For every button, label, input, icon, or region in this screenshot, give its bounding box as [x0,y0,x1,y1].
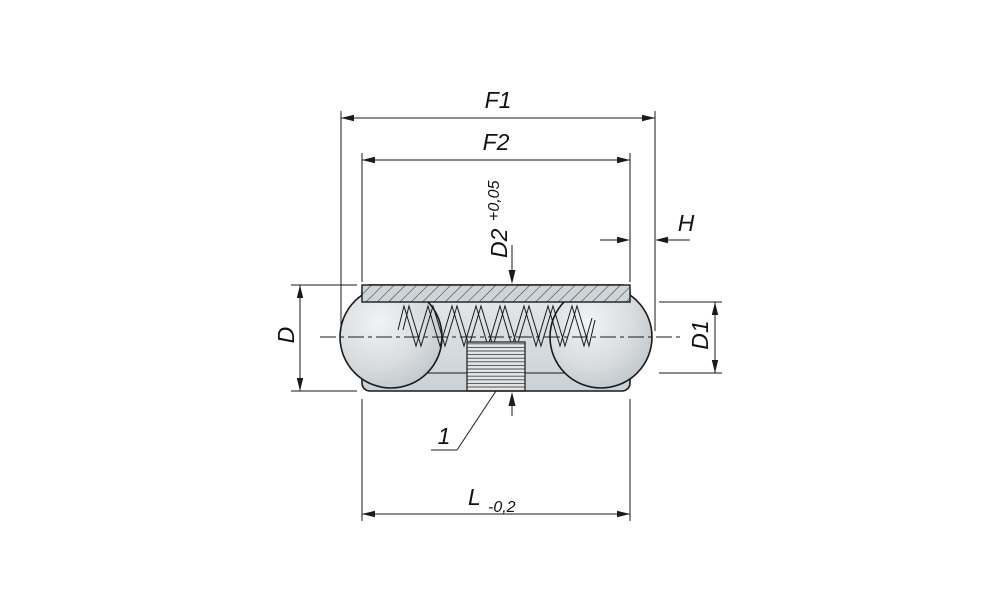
threaded-insert-threads [467,342,525,391]
dim-d-arrow-bottom [296,378,304,391]
hatch-band-lines [362,285,630,302]
dim-label-d: D [273,327,299,344]
item-ref-label: 1 [438,423,451,449]
dim-h: H [600,210,695,244]
dim-f1-arrow-left [341,114,354,122]
dim-l-arrow-left [362,510,375,518]
dim-d2-arrow-top [508,270,516,284]
dim-d1-arrow-top [711,302,719,315]
dim-label-l-tolerance: -0,2 [488,499,516,516]
hatch-band-outline [361,284,631,303]
dim-l-arrow-right [617,510,630,518]
threaded-insert [466,341,526,392]
dim-f1-arrow-right [642,114,655,122]
dim-f2-arrow-left [362,156,375,164]
dim-h-arrow-right [655,236,668,244]
dim-label-d2-tolerance: +0,05 [486,180,503,221]
dim-f2-arrow-right [617,156,630,164]
item-ref-leader-line [456,390,497,451]
spring-coil-back [402,304,596,348]
dim-h-arrow-left [617,236,630,244]
spring-coil-front [397,304,593,348]
dim-f2: F2 [361,129,631,282]
dim-l: L -0,2 [361,399,631,521]
dim-d: D [273,284,357,392]
sleeve-hatch-band [361,284,631,303]
dim-label-f2: F2 [483,129,510,155]
dim-d-arrow-top [296,285,304,298]
dim-f1: F1 [340,87,656,331]
dim-label-h: H [678,210,695,236]
dim-label-d1: D1 [687,320,713,349]
dim-label-l: L [468,484,481,510]
dim-label-f1: F1 [485,87,512,113]
dim-d1-arrow-bottom [711,360,719,373]
dim-label-d2: D2 [486,228,512,258]
compression-spring [397,304,596,348]
dim-d2-arrow-bottom [508,392,516,406]
dim-d1: D1 [659,301,722,374]
dim-d2: D2 +0,05 [486,180,516,416]
item-reference: 1 [431,390,497,451]
